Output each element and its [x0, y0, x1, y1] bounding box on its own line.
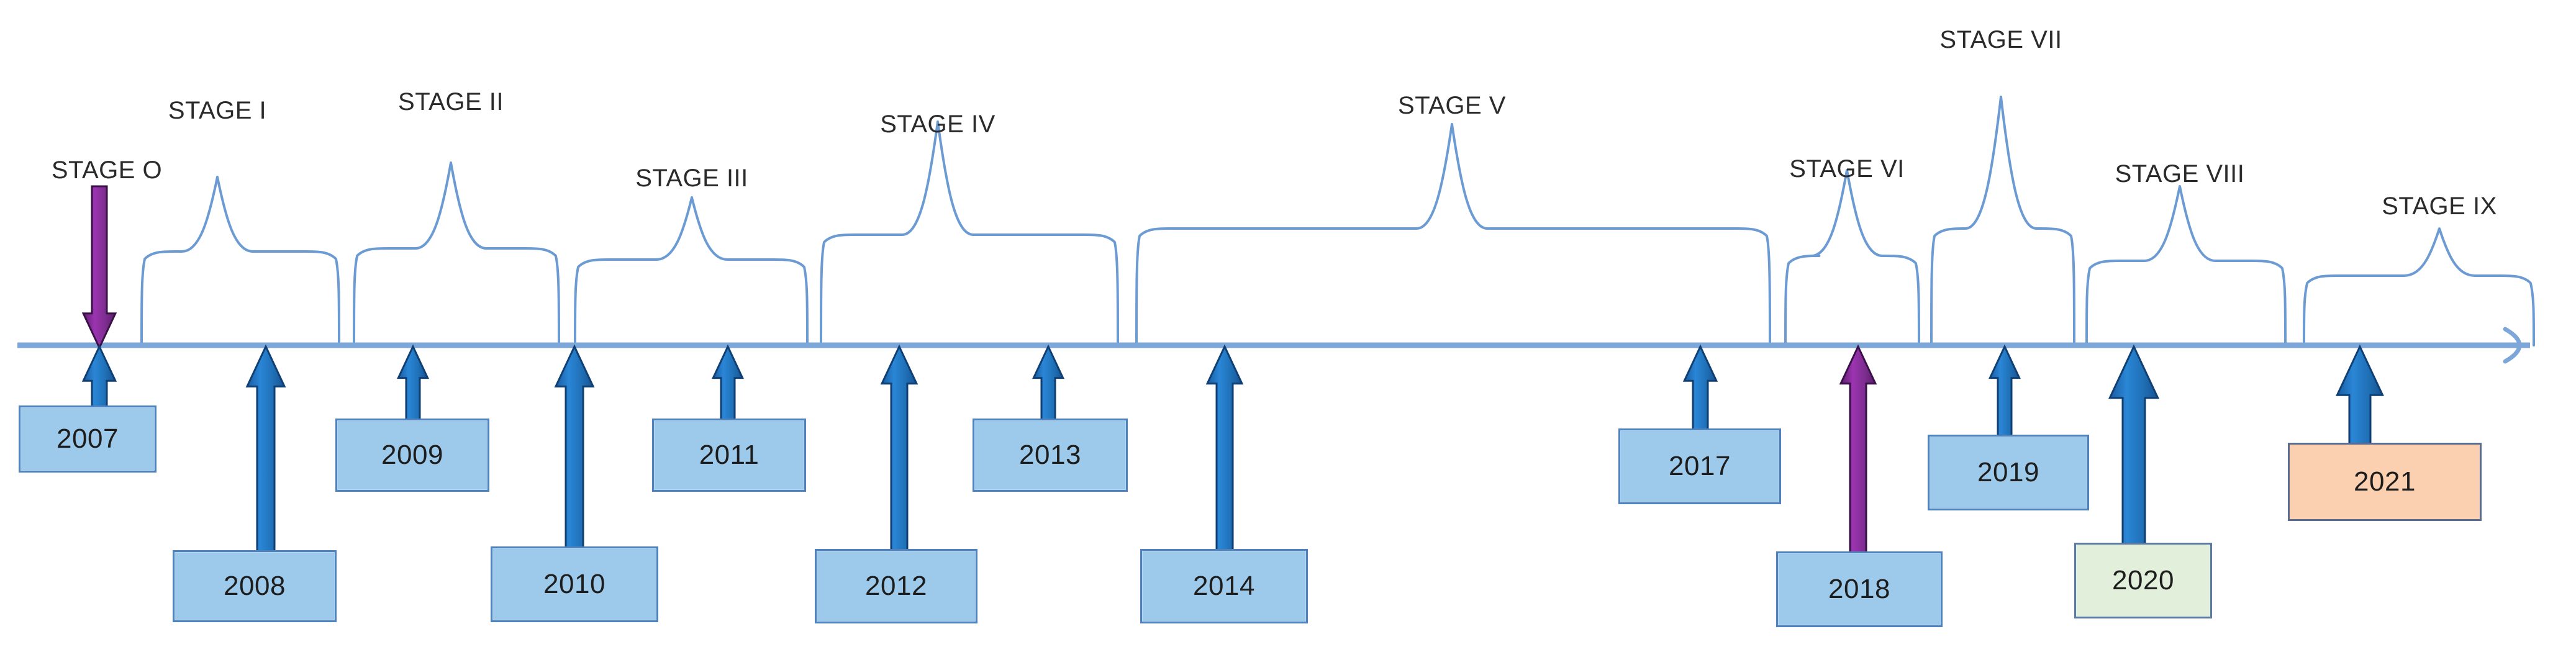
stage-label-stage-iv: STAGE IV	[880, 111, 995, 138]
year-arrow-2010	[554, 344, 595, 550]
stage-label-stage-ii: STAGE II	[398, 88, 504, 115]
timeline-axis-group	[17, 327, 2530, 364]
stage-bracket-5	[1135, 123, 1771, 346]
stage-label-stage-i: STAGE I	[168, 97, 267, 124]
year-arrow-2009	[396, 344, 430, 422]
axis-right-arrowhead-icon	[2503, 327, 2522, 364]
stage-label-stage-v: STAGE V	[1398, 92, 1506, 119]
stage-label-stage-o: STAGE O	[51, 156, 163, 184]
year-box-2008[interactable]: 2008	[173, 550, 337, 622]
stage-label-stage-ix: STAGE IX	[2382, 192, 2497, 220]
stage-bracket-3	[574, 196, 809, 346]
year-arrow-2007	[81, 344, 117, 409]
year-arrow-2013	[1032, 344, 1065, 422]
stage-o-down-arrow-icon	[81, 185, 117, 350]
year-box-2017[interactable]: 2017	[1618, 428, 1781, 504]
stage-bracket-7	[1930, 96, 2075, 346]
year-arrow-2020	[2108, 344, 2160, 546]
stage-bracket-2	[353, 161, 560, 346]
year-arrow-2012	[880, 344, 918, 553]
year-box-2012[interactable]: 2012	[815, 549, 977, 623]
stage-bracket-1	[140, 176, 340, 346]
stage-bracket-6	[1784, 169, 1920, 346]
stage-label-stage-vii: STAGE VII	[1939, 26, 2062, 53]
year-box-2019[interactable]: 2019	[1928, 435, 2089, 510]
year-box-2013[interactable]: 2013	[973, 419, 1128, 492]
stage-bracket-4	[820, 120, 1119, 346]
year-arrow-2021	[2336, 344, 2384, 446]
year-box-2018[interactable]: 2018	[1776, 551, 1943, 627]
year-arrow-2008	[245, 344, 286, 554]
year-arrow-2014	[1205, 344, 1244, 553]
year-arrow-2019	[1988, 344, 2021, 438]
stage-bracket-9	[2303, 227, 2535, 346]
year-box-2021[interactable]: 2021	[2288, 443, 2482, 521]
year-box-2020[interactable]: 2020	[2074, 543, 2212, 618]
stage-label-stage-viii: STAGE VIII	[2115, 160, 2245, 188]
stage-bracket-8	[2085, 185, 2287, 346]
year-box-2010[interactable]: 2010	[491, 546, 658, 622]
year-arrow-2018	[1839, 344, 1877, 555]
year-arrow-2017	[1682, 344, 1718, 432]
stage-label-stage-iii: STAGE III	[635, 165, 748, 192]
year-arrows-group	[81, 185, 2384, 555]
stage-brackets-group	[140, 96, 2535, 346]
year-box-2014[interactable]: 2014	[1140, 549, 1308, 623]
year-box-2009[interactable]: 2009	[335, 419, 489, 492]
year-box-2011[interactable]: 2011	[652, 419, 806, 492]
year-box-2007[interactable]: 2007	[19, 405, 156, 473]
year-arrow-2011	[711, 344, 745, 422]
stage-label-stage-vi: STAGE VI	[1789, 155, 1905, 183]
